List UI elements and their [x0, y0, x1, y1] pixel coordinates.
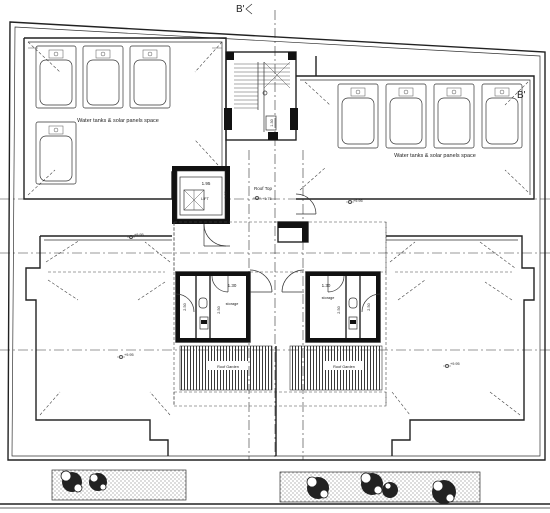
- label-lift: LIFT: [201, 197, 209, 201]
- label-water-tanks-right: Water tanks & solar panels space: [394, 153, 476, 159]
- dim-storage-left-h1: 2.50: [183, 303, 187, 310]
- solar-panels-left: [35, 45, 171, 185]
- solar-panel: [35, 121, 77, 185]
- terrace-right-upper: [296, 56, 535, 200]
- level-marker-right-lower: +9.95: [443, 362, 460, 368]
- solar-panel: [82, 45, 124, 109]
- solar-panel: [129, 45, 171, 109]
- level-roof-top: +9.75: [262, 197, 272, 201]
- solar-panels-right: [337, 83, 523, 149]
- label-water-tanks-left: Water tanks & solar panels space: [77, 118, 159, 124]
- dim-lift-width: 1.95: [202, 181, 211, 186]
- level-marker-left-upper: +9.95: [127, 233, 144, 239]
- dim-storage-right: 1.30: [322, 283, 331, 288]
- tree-4: [360, 472, 383, 495]
- level-terrace-left-bottom: +9.95: [124, 353, 134, 357]
- lift-shaft: 1.95 LIFT 1.60: [172, 166, 230, 247]
- dim-storage-right-h2: 2.50: [367, 303, 371, 310]
- storage-left: 1.30 storage 2.50 2.50: [175, 271, 251, 343]
- stair-treads: [234, 61, 291, 132]
- dim-lift-depth: 1.60: [224, 191, 228, 198]
- level-marker-roof-top: +9.75: [253, 196, 272, 201]
- tree-6: [432, 480, 456, 504]
- label-roof-top: Roof Top: [254, 186, 272, 191]
- label-storage-left: storage: [226, 302, 239, 306]
- solar-panel: [481, 83, 523, 149]
- service-shaft: [277, 221, 309, 243]
- level-marker-right-upper: +9.95: [346, 199, 363, 204]
- solar-panel: [35, 45, 77, 109]
- tree-5: [382, 482, 398, 498]
- solar-panel: [337, 83, 379, 149]
- grid-axes: [0, 10, 550, 460]
- solar-panel: [433, 83, 475, 149]
- dim-storage-left: 1.30: [228, 283, 237, 288]
- dim-stair: 1.30: [270, 119, 274, 126]
- level-terrace-right-bottom: +9.95: [450, 362, 460, 366]
- label-storage-right: storage: [322, 296, 335, 300]
- section-marker-right: B': [517, 90, 526, 101]
- roof-garden-left: Roof Garden: [179, 345, 273, 391]
- level-marker-left-lower: +9.95: [117, 353, 134, 359]
- section-marker-top: B': [236, 4, 245, 15]
- solar-panel: [385, 83, 427, 149]
- label-roof-garden-right: Roof Garden: [333, 365, 355, 369]
- level-terrace-left-top: +9.95: [134, 233, 144, 237]
- label-roof-garden-left: Roof Garden: [217, 365, 239, 369]
- tree-2: [89, 473, 107, 491]
- outer-boundary: [7, 21, 546, 461]
- stair-core: 1.30: [224, 51, 298, 141]
- terrace-left-lower: [25, 235, 172, 456]
- dim-storage-left-h2: 2.50: [217, 306, 221, 313]
- roof-garden-right: Roof Garden: [289, 345, 383, 391]
- tree-1: [60, 470, 83, 493]
- tree-3: [306, 476, 329, 499]
- terrace-right-lower: [386, 235, 535, 456]
- storage-right: 1.30 storage 2.50 2.50: [305, 271, 381, 343]
- level-terrace-right-top: +9.95: [353, 199, 363, 203]
- dim-storage-right-h1: 2.50: [337, 306, 341, 313]
